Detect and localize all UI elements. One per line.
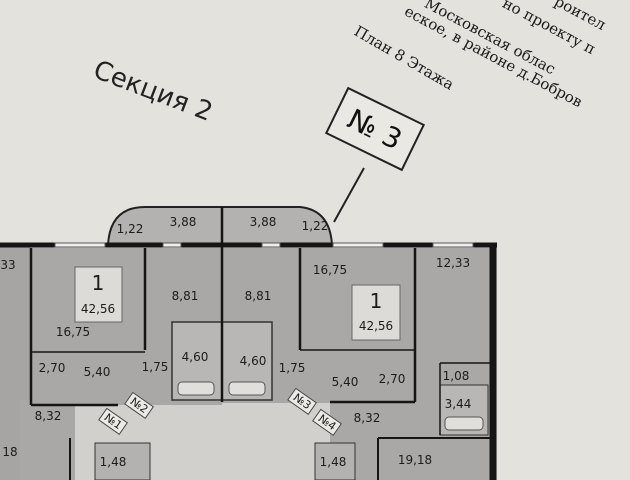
room-area: 1,48 xyxy=(99,455,127,469)
room-area: 16,75 xyxy=(55,325,91,339)
room-area: 2,70 xyxy=(378,372,406,386)
room-area: 16,75 xyxy=(312,263,348,277)
apartment-rooms-count: 1 xyxy=(369,289,383,313)
room-area: 1,75 xyxy=(141,360,169,374)
closet-left xyxy=(94,442,151,480)
apartment-area: 42,56 xyxy=(358,319,394,333)
bathtub-icon xyxy=(177,381,215,396)
closet-right xyxy=(314,442,356,480)
right-apartment-floor xyxy=(415,248,493,480)
bathtub-icon xyxy=(444,416,484,431)
room-area: 5,40 xyxy=(83,365,111,379)
room-area-partial: 18 xyxy=(2,445,18,459)
room-area: 3,44 xyxy=(444,397,472,411)
room-area-partial: 33 xyxy=(0,258,16,272)
apartment-rooms-count: 1 xyxy=(91,271,105,295)
room-area: 3,88 xyxy=(249,215,277,229)
pointer-line xyxy=(333,167,365,223)
apartment-label-box xyxy=(351,284,401,341)
room-area: 8,81 xyxy=(244,289,272,303)
room-area: 8,32 xyxy=(353,411,381,425)
left-hall-floor xyxy=(20,400,75,480)
room-area: 4,60 xyxy=(239,354,267,368)
room-area: 1,08 xyxy=(442,369,470,383)
room-area: 4,60 xyxy=(181,350,209,364)
room-area: 8,32 xyxy=(34,409,62,423)
apartment-label-box xyxy=(74,266,123,323)
windows xyxy=(54,242,474,248)
room-area: 1,22 xyxy=(116,222,144,236)
room-area: 3,88 xyxy=(169,215,197,229)
room-area: 5,40 xyxy=(331,375,359,389)
room-area: 2,70 xyxy=(38,361,66,375)
room-area: 1,75 xyxy=(278,361,306,375)
room-area: 1,48 xyxy=(319,455,347,469)
bathtub-icon xyxy=(228,381,266,396)
room-area: 8,81 xyxy=(171,289,199,303)
room-area: 19,18 xyxy=(397,453,433,467)
apartment-area: 42,56 xyxy=(80,302,116,316)
room-area: 1,22 xyxy=(301,219,329,233)
room-area: 12,33 xyxy=(435,256,471,270)
